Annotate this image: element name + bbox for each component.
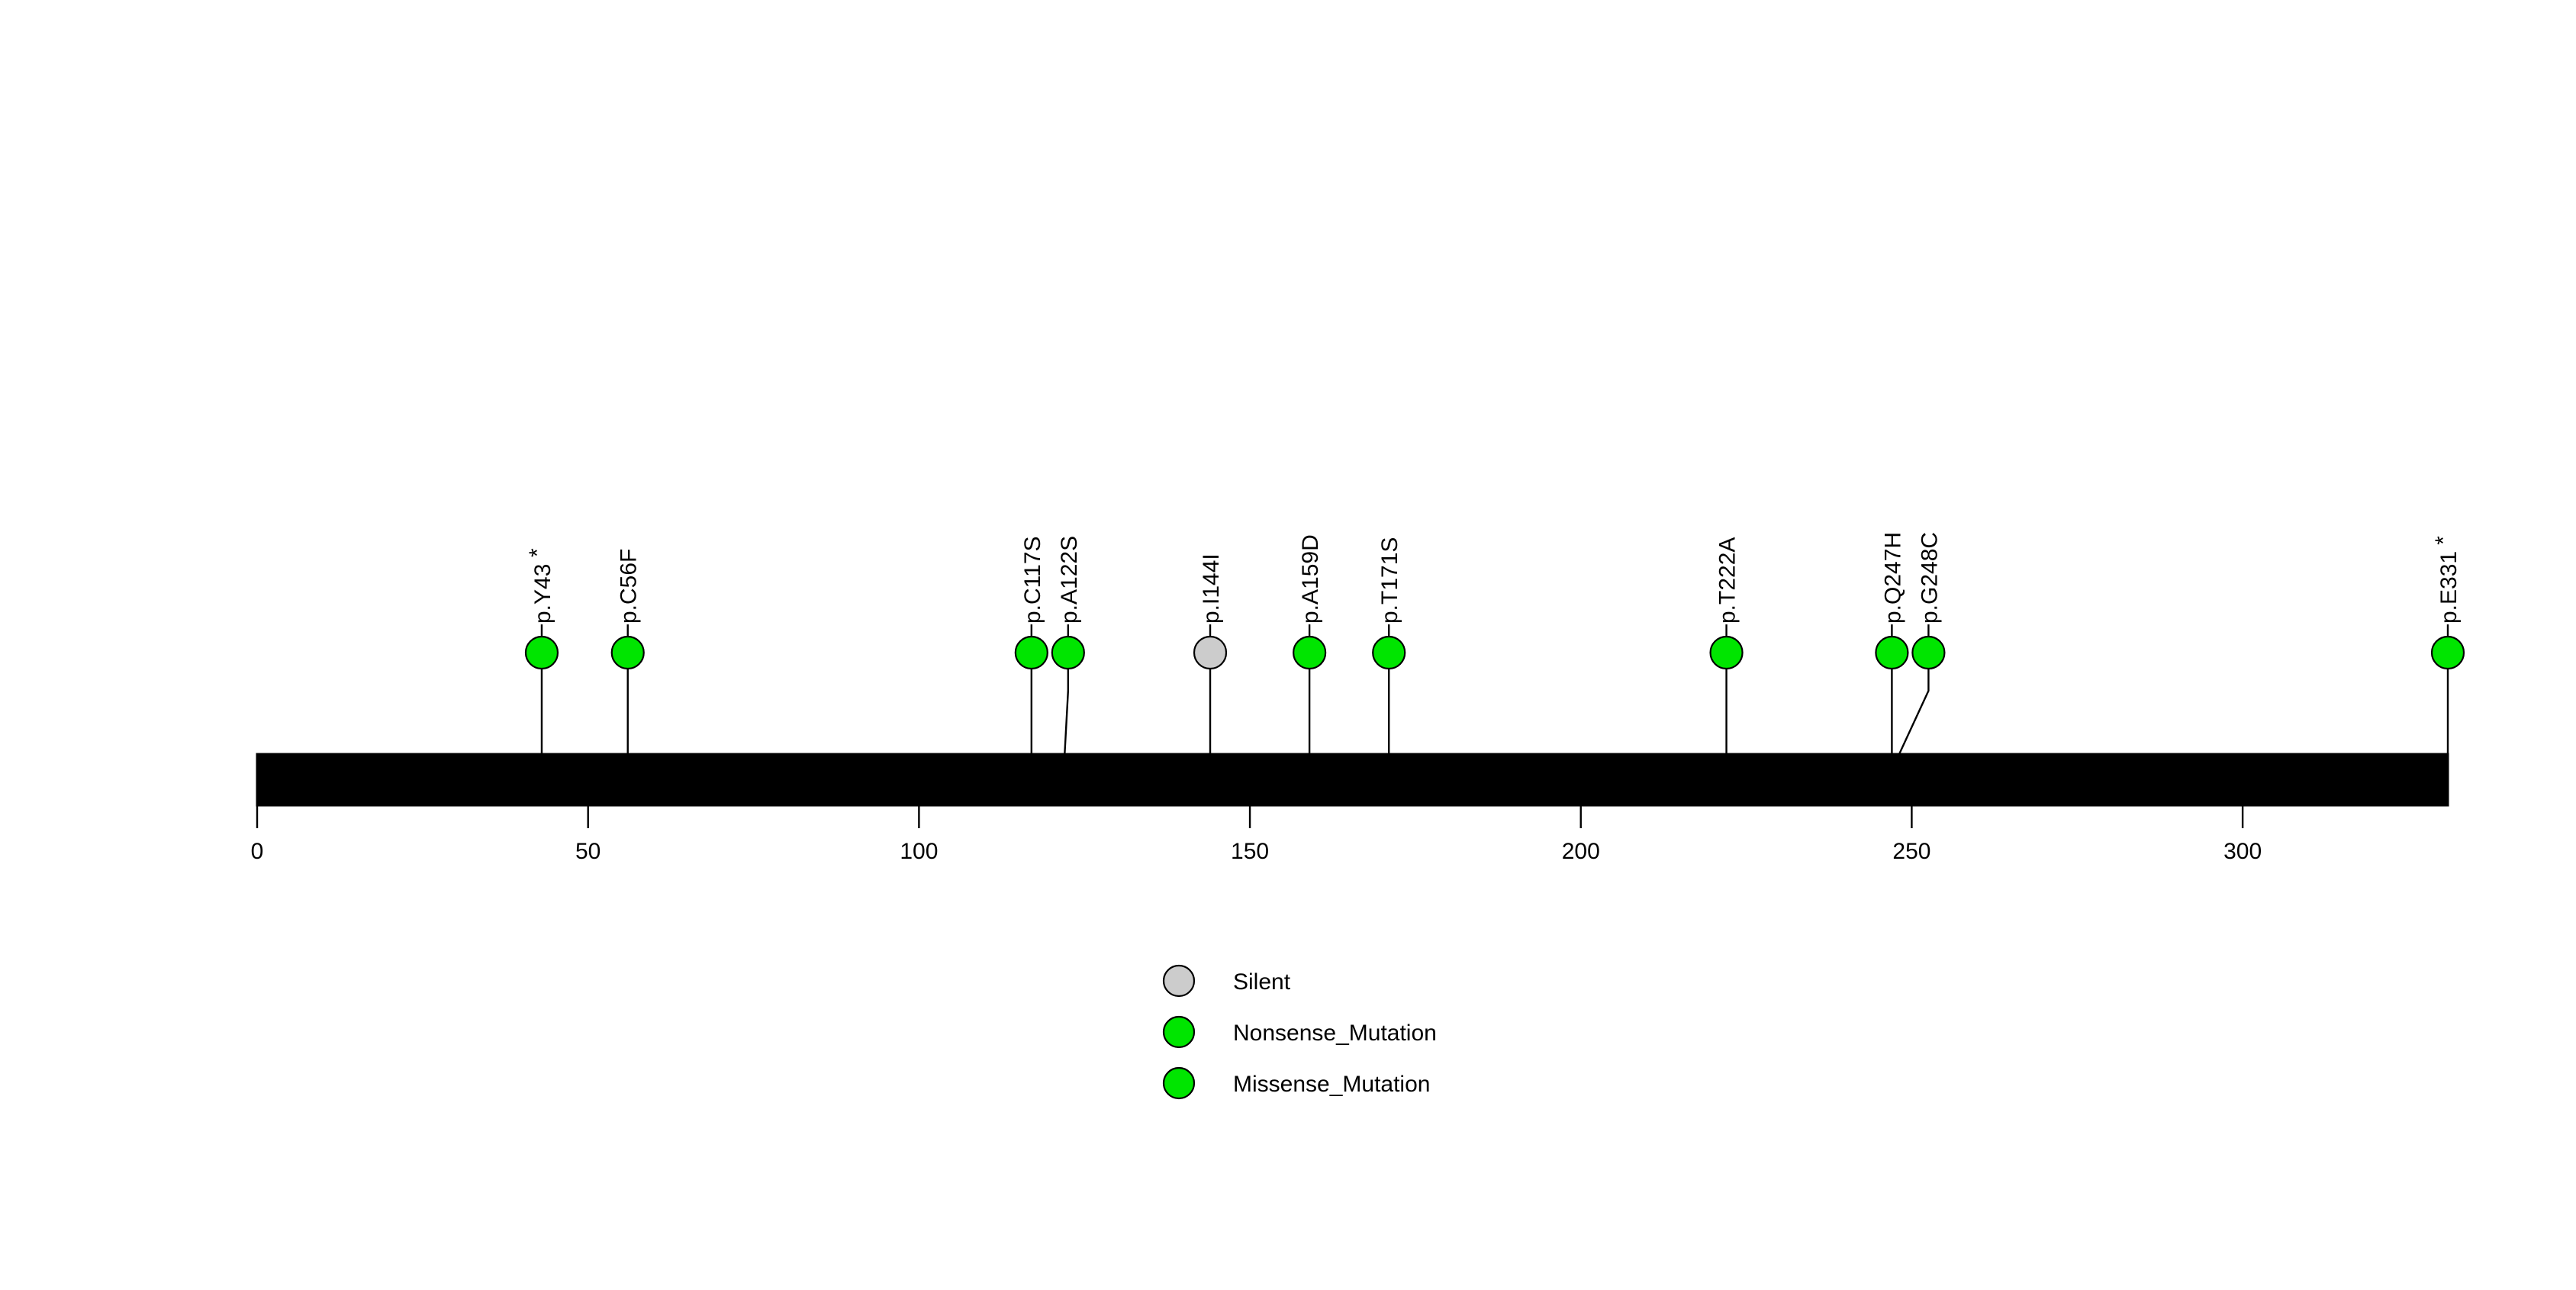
lollipop-label: p.I144I <box>1199 553 1224 624</box>
x-axis-tick-label: 0 <box>251 839 264 864</box>
x-axis-tick-label: 250 <box>1892 839 1930 864</box>
lollipop-dot[interactable] <box>1193 635 1228 670</box>
legend-swatch[interactable] <box>1162 1015 1196 1049</box>
lollipop-label: p.T171S <box>1377 537 1402 624</box>
lollipop-label-text: p.Y43 <box>530 564 555 624</box>
x-axis-tick-label: 300 <box>2223 839 2262 864</box>
lollipop-dot[interactable] <box>610 635 645 670</box>
lollipop-label-text: p.A122S <box>1057 536 1082 624</box>
lollipop-label-text: p.G248C <box>1917 532 1942 624</box>
legend-label: Nonsense_Mutation <box>1233 1021 1437 1046</box>
lollipop-dot[interactable] <box>524 635 559 670</box>
lollipop-dot[interactable] <box>1051 635 1085 670</box>
lollipop-label: p.A159D <box>1298 534 1323 624</box>
legend-label: Missense_Mutation <box>1233 1072 1430 1097</box>
lollipop-dot[interactable] <box>1293 635 1327 670</box>
x-axis-tick-label: 150 <box>1231 839 1269 864</box>
lollipop-dot[interactable] <box>1911 635 1946 670</box>
lollipop-label: p.Y43 * <box>525 548 555 624</box>
lollipop-dots-group <box>524 635 2465 670</box>
x-axis-tick-label: 50 <box>575 839 601 864</box>
legend-swatch[interactable] <box>1162 964 1196 998</box>
lollipop-label-text: p.T171S <box>1377 537 1402 624</box>
lollipop-label-text: p.C117S <box>1020 536 1045 624</box>
legend-swatch[interactable] <box>1162 1066 1196 1100</box>
x-axis-tick-label: 200 <box>1562 839 1600 864</box>
lollipop-dot[interactable] <box>2430 635 2465 670</box>
lollipop-label: p.C117S <box>1020 536 1045 624</box>
lollipop-label: p.E331 * <box>2431 536 2462 624</box>
lollipop-dot[interactable] <box>1709 635 1744 670</box>
lollipop-label: p.Q247H <box>1880 532 1905 624</box>
lollipop-label-text: p.C56F <box>617 549 642 624</box>
lollipop-label-text: p.A159D <box>1298 534 1323 624</box>
lollipop-label-text: p.Q247H <box>1880 532 1905 624</box>
lollipop-label: p.C56F <box>617 549 642 624</box>
lollipop-dot[interactable] <box>1014 635 1048 670</box>
lollipop-label-text: p.E331 <box>2436 551 2462 624</box>
lollipop-label-text: p.T222A <box>1715 537 1740 624</box>
lollipop-dot[interactable] <box>1372 635 1406 670</box>
lollipop-label-text: p.I144I <box>1199 553 1224 624</box>
lollipop-label: p.T222A <box>1715 537 1740 624</box>
lollipop-label: p.G248C <box>1917 532 1942 624</box>
lollipop-label-stop-codon: * <box>525 548 550 557</box>
lollipop-dot[interactable] <box>1875 635 1909 670</box>
lollipop-label: p.A122S <box>1057 536 1082 624</box>
lollipop-label-stop-codon: * <box>2431 536 2456 545</box>
protein-backbone-bar[interactable] <box>256 753 2449 807</box>
x-axis-group: 0 50 100 150 200 250 300 <box>251 805 2262 864</box>
lollipop-labels-group: p.Y43 * p.C56F p.C117S p.A122S p.I144I p.A159D… <box>525 532 2462 624</box>
legend-label: Silent <box>1233 969 1291 995</box>
x-axis-tick-label: 100 <box>900 839 938 864</box>
